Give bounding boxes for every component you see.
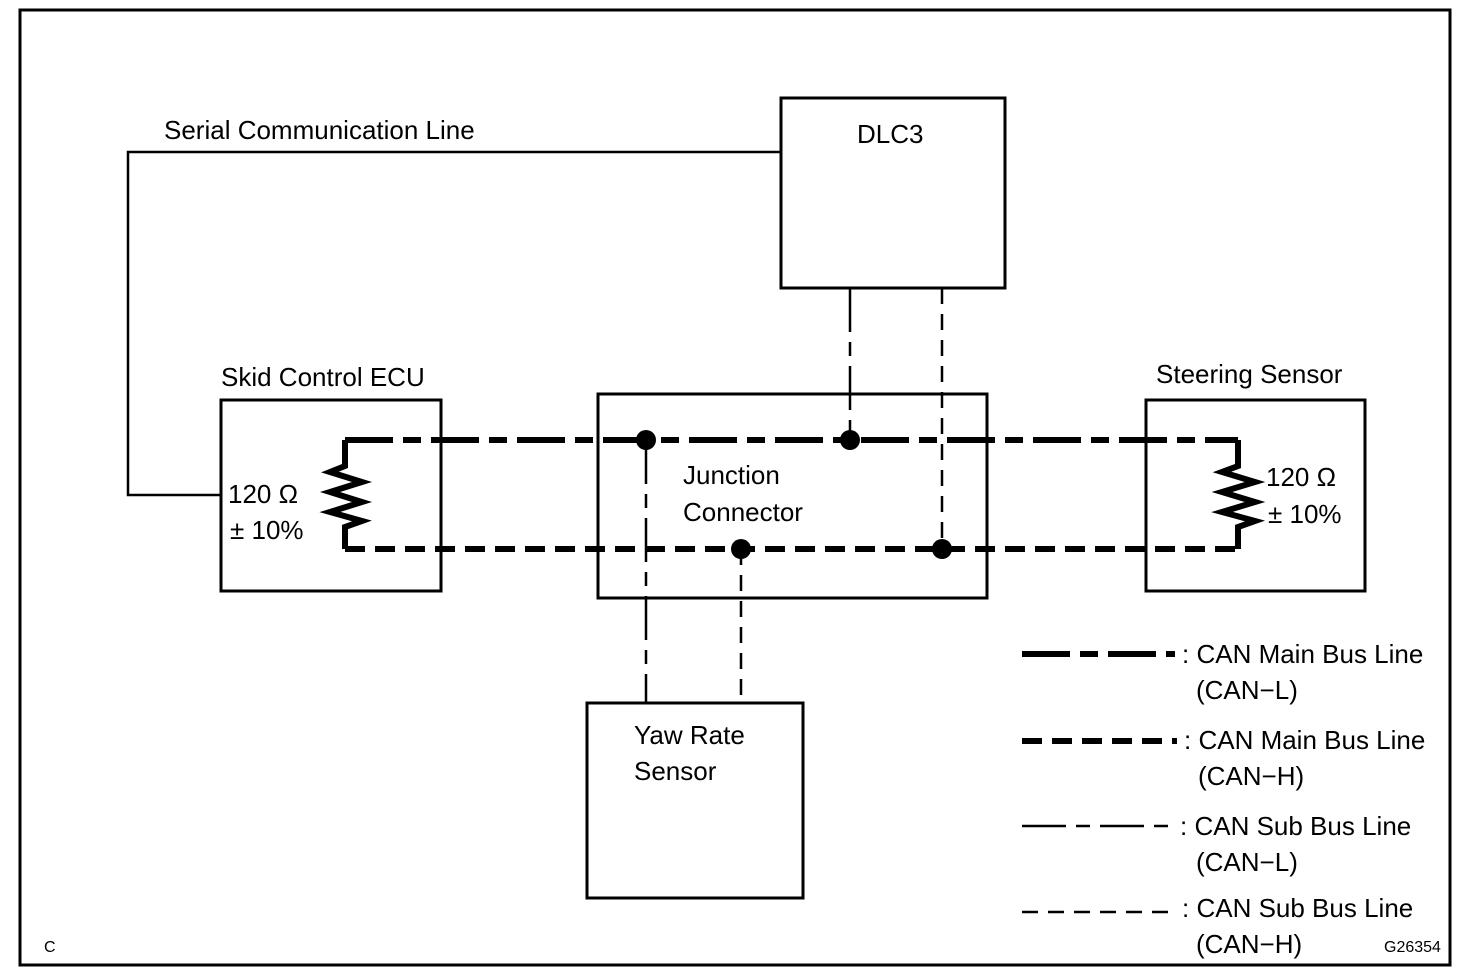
dlc3-box [779,96,1007,290]
terminator-resistor-right [1211,440,1266,549]
legend: : CAN Main Bus Line (CAN−L) : CAN Main B… [1022,639,1425,959]
legend-label: : CAN Sub Bus Line [1182,893,1413,923]
yaw-label-line-2: Sensor [634,756,717,786]
dlc3-label: DLC3 [857,119,923,149]
legend-label: : CAN Main Bus Line [1184,725,1425,755]
corner-letter: C [44,939,56,956]
steering-sensor-label: Steering Sensor [1156,359,1343,389]
legend-sublabel: (CAN−H) [1198,761,1304,791]
junction-node [636,430,656,450]
legend-label: : CAN Sub Bus Line [1180,811,1411,841]
junction-connector-box [596,392,989,600]
resistor-left-tolerance: ± 10% [230,515,304,545]
yaw-label-line-1: Yaw Rate [634,720,745,750]
terminator-resistor-left [319,440,373,549]
junction-node [731,539,751,559]
junction-label-line-2: Connector [683,497,803,527]
yaw-rate-sensor-box [585,701,805,900]
junction-node [840,430,860,450]
skid-ecu-label: Skid Control ECU [221,362,425,392]
serial-line-label: Serial Communication Line [164,115,475,145]
resistor-right-value: 120 Ω [1266,462,1336,492]
resistor-right-tolerance: ± 10% [1268,499,1342,529]
serial-communication-line [126,150,781,497]
junction-node [932,539,952,559]
legend-sublabel: (CAN−L) [1196,847,1298,877]
resistor-left-value: 120 Ω [228,479,298,509]
steering-sensor-box [1144,398,1367,593]
junction-label-line-1: Junction [683,460,780,490]
legend-sublabel: (CAN−H) [1196,929,1302,959]
outer-frame [18,8,1452,967]
legend-label: : CAN Main Bus Line [1182,639,1423,669]
legend-sublabel: (CAN−L) [1196,675,1298,705]
figure-code: G26354 [1384,939,1441,956]
